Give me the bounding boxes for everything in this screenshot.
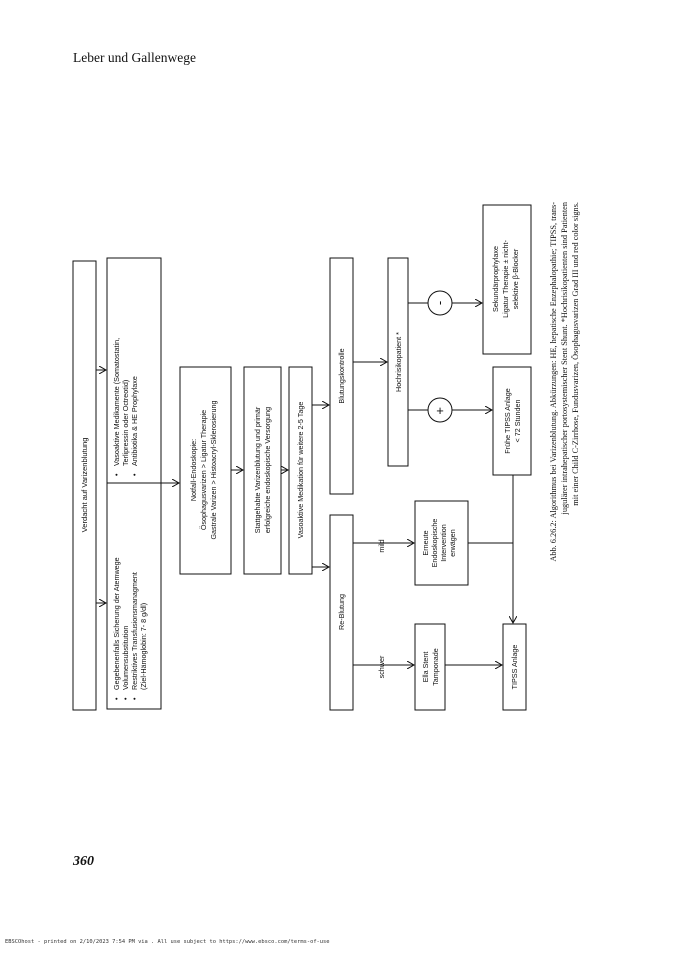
initial-measure-3: Restriktives Transfusionsmanagment <box>130 572 139 690</box>
caption-line-3: mit einer Child C-Zirrhose, Fundusvarize… <box>571 202 580 506</box>
emergency-endoscopy-line-2: Gastrale Varizen > Histoacryl-Sklerosier… <box>209 400 218 539</box>
vasoactive-2: Terlipressin oder Octreotid) <box>121 380 130 466</box>
vasoactive-bullet-1: • <box>112 473 121 476</box>
emergency-endoscopy-line-1: Ösophagusvarizen > Ligatur Therapie <box>199 410 208 530</box>
vasoactive-3: Antibiotika & HE Prophylaxe <box>130 376 139 466</box>
connector-lines <box>96 303 513 665</box>
secondary-prophylaxis-title: Sekundärprophylaxe <box>491 246 500 312</box>
suspicion-box <box>72 260 97 711</box>
secondary-prophylaxis-line-2: selektive β-Blocker <box>511 248 520 309</box>
repeat-endoscopy-line-4: erwägen <box>448 529 457 557</box>
emergency-endoscopy-title: Notfall-Endoskopie: <box>189 439 198 501</box>
ella-stent-line-1: Ella Stent <box>421 652 430 683</box>
mild-label: mild <box>377 539 386 552</box>
repeat-endoscopy-box <box>414 500 469 586</box>
rebleeding-box <box>329 514 354 711</box>
caption-line-2: jugulärer intrahepatischer portosystemis… <box>560 201 569 515</box>
vasoactive-continue-box <box>288 366 313 575</box>
initial-measure-1: Gegebenenfalls Sicherung der Atemwege <box>112 557 121 690</box>
bleeding-control-text: Blutungskontrolle <box>337 348 346 403</box>
ella-stent-line-2: Tamponade <box>431 648 440 686</box>
suspicion-text: Verdacht auf Varizenblutung <box>80 438 89 533</box>
plus-sign: + <box>436 403 444 418</box>
tipss-box <box>502 623 527 711</box>
secondary-prophylaxis-line-1: Ligatur Therapie ± nicht- <box>501 240 510 318</box>
high-risk-text: Hochrisikopatient * <box>394 332 403 392</box>
tipss-text: TIPSS Anlage <box>510 645 519 690</box>
initial-measure-bullet-2: • <box>121 697 130 700</box>
bleeding-control-box <box>329 257 354 495</box>
secondary-prophylaxis-box <box>482 204 532 355</box>
initial-measure-2: Volumensubstitution <box>121 626 130 690</box>
vasoactive-continue-text: Vasoaktive Medikation für weitere 2-5 Ta… <box>296 402 305 539</box>
high-risk-box <box>387 257 409 467</box>
rebleeding-text: Re-Blutung <box>337 594 346 630</box>
repeat-endoscopy-line-3: Intervention <box>439 524 448 562</box>
print-footer: EBSCOhost - printed on 2/10/2023 7:54 PM… <box>5 939 330 945</box>
severe-label: schwer <box>377 655 386 678</box>
early-tipss-line-1: Frühe TIPSS Anlage <box>503 388 512 453</box>
stopped-bleeding-line-1: Stattgehabte Varizenblutung und primär <box>253 406 262 533</box>
repeat-endoscopy-line-2: Endoskopische <box>430 519 439 568</box>
vasoactive-bullet-2: • <box>130 473 139 476</box>
early-tipss-box <box>492 366 532 476</box>
stopped-bleeding-line-2: erfolgreiche endoskopische Versorgung <box>263 407 272 533</box>
repeat-endoscopy-line-1: Erneute <box>421 530 430 555</box>
initial-measure-4: (Ziel-Hämoglobin: 7- 8 g/dl) <box>139 603 148 690</box>
minus-sign: - <box>432 301 447 305</box>
stopped-bleeding-box <box>243 366 282 575</box>
caption-line-1: Abb. 6.26.2: Algorithmus bei Varizenblut… <box>549 202 558 562</box>
initial-measure-bullet-1: • <box>112 697 121 700</box>
page-number: 360 <box>73 854 94 869</box>
ella-stent-box <box>414 623 446 711</box>
running-header: Leber und Gallenwege <box>73 50 196 65</box>
early-tipss-line-2: < 72 Stunden <box>513 400 522 443</box>
vasoactive-1: Vasoaktive Medikamente (Somatostatin, <box>112 338 121 466</box>
initial-measure-bullet-3: • <box>130 697 139 700</box>
